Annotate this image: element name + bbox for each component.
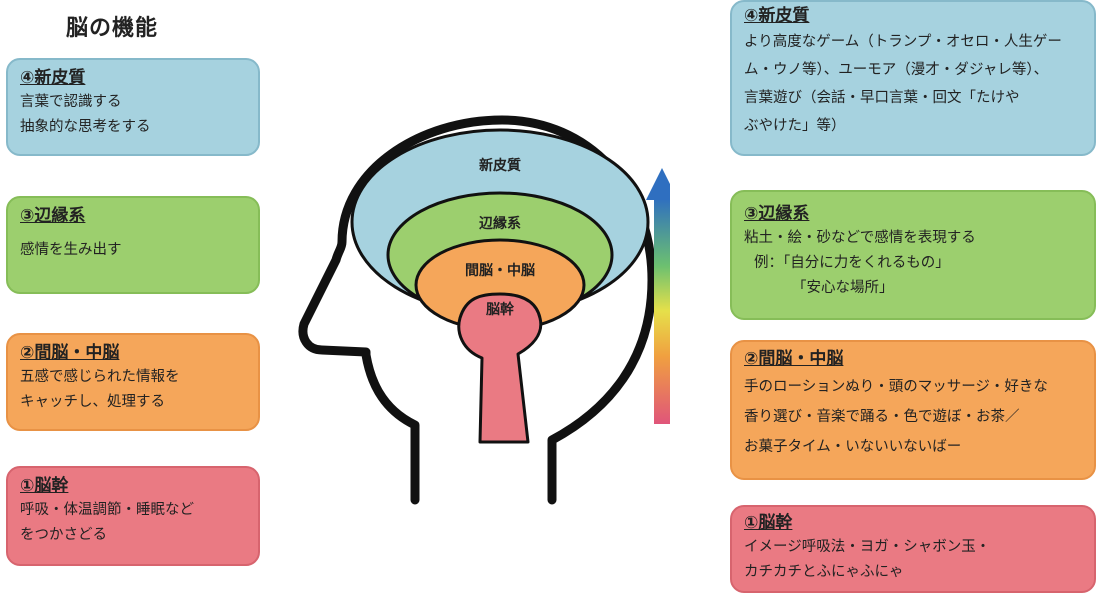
brainstem-region — [457, 292, 543, 444]
right-box-line: ム・ウノ等）、ユーモア（漫才・ダジャレ等）、 — [744, 62, 1049, 78]
left-box-diencephalon: ②間脳・中脳 五感で感じられた情報を キャッチし、処理する — [6, 333, 260, 431]
left-box-line: 呼吸・体温調節・睡眠など — [20, 502, 194, 518]
left-box-heading: ④新皮質 — [20, 68, 86, 88]
right-box-neocortex: ④新皮質 より高度なゲーム（トランプ・オセロ・人生ゲー ム・ウノ等）、ユーモア（… — [730, 0, 1096, 156]
right-box-heading: ②間脳・中脳 — [744, 349, 844, 369]
left-box-line: 感情を生み出す — [20, 242, 122, 258]
right-box-heading: ④新皮質 — [744, 6, 810, 26]
right-box-line: より高度なゲーム（トランプ・オセロ・人生ゲー — [744, 34, 1062, 50]
left-box-line: キャッチし、処理する — [20, 394, 165, 410]
left-box-heading: ①脳幹 — [20, 476, 69, 496]
right-box-brainstem: ①脳幹 イメージ呼吸法・ヨガ・シャボン玉・ カチカチとふにゃふにゃ — [730, 505, 1096, 593]
left-box-line: 抽象的な思考をする — [20, 119, 151, 135]
right-box-line: 「安心な場所」 — [792, 280, 894, 296]
left-box-line: をつかさどる — [20, 527, 107, 543]
left-box-line: 五感で感じられた情報を — [20, 369, 180, 385]
left-box-limbic: ③辺縁系 感情を生み出す — [6, 196, 260, 294]
arrow-shaft — [654, 198, 670, 424]
right-box-line: イメージ呼吸法・ヨガ・シャボン玉・ — [744, 539, 991, 555]
left-box-brainstem: ①脳幹 呼吸・体温調節・睡眠など をつかさどる — [6, 466, 260, 566]
left-box-neocortex: ④新皮質 言葉で認識する 抽象的な思考をする — [6, 58, 260, 156]
label-brainstem: 脳幹 — [486, 301, 515, 318]
left-box-line: 言葉で認識する — [20, 94, 122, 110]
page-title: 脳の機能 — [66, 16, 159, 41]
right-box-line: 例：「自分に力をくれるもの」 — [754, 255, 950, 271]
right-box-heading: ③辺縁系 — [744, 204, 810, 224]
label-neocortex: 新皮質 — [479, 157, 521, 174]
right-box-line: 香り選び・音楽で踊る・色で遊ぼ・お茶／ — [744, 409, 1020, 425]
right-box-line: お菓子タイム・いないいないばー — [744, 439, 962, 455]
right-box-heading: ①脳幹 — [744, 513, 793, 533]
right-box-limbic: ③辺縁系 粘土・絵・砂などで感情を表現する 例：「自分に力をくれるもの」 「安心… — [730, 190, 1096, 320]
right-box-line: 言葉遊び（会話・早口言葉・回文「たけや — [744, 90, 1020, 106]
right-box-line: 手のローションぬり・頭のマッサージ・好きな — [744, 379, 1048, 395]
brain-diagram: 新皮質 辺縁系 間脳・中脳 脳幹 — [298, 115, 670, 505]
right-box-line: ぶやけた」等） — [744, 118, 846, 134]
label-limbic: 辺縁系 — [479, 215, 521, 232]
right-box-diencephalon: ②間脳・中脳 手のローションぬり・頭のマッサージ・好きな 香り選び・音楽で踊る・… — [730, 340, 1096, 480]
right-box-line: 粘土・絵・砂などで感情を表現する — [744, 230, 976, 246]
left-box-heading: ②間脳・中脳 — [20, 343, 120, 363]
head-outline — [298, 115, 657, 505]
arrow-up-icon — [646, 168, 670, 200]
left-box-heading: ③辺縁系 — [20, 206, 86, 226]
label-diencephalon: 間脳・中脳 — [465, 262, 535, 279]
right-box-line: カチカチとふにゃふにゃ — [744, 564, 904, 580]
